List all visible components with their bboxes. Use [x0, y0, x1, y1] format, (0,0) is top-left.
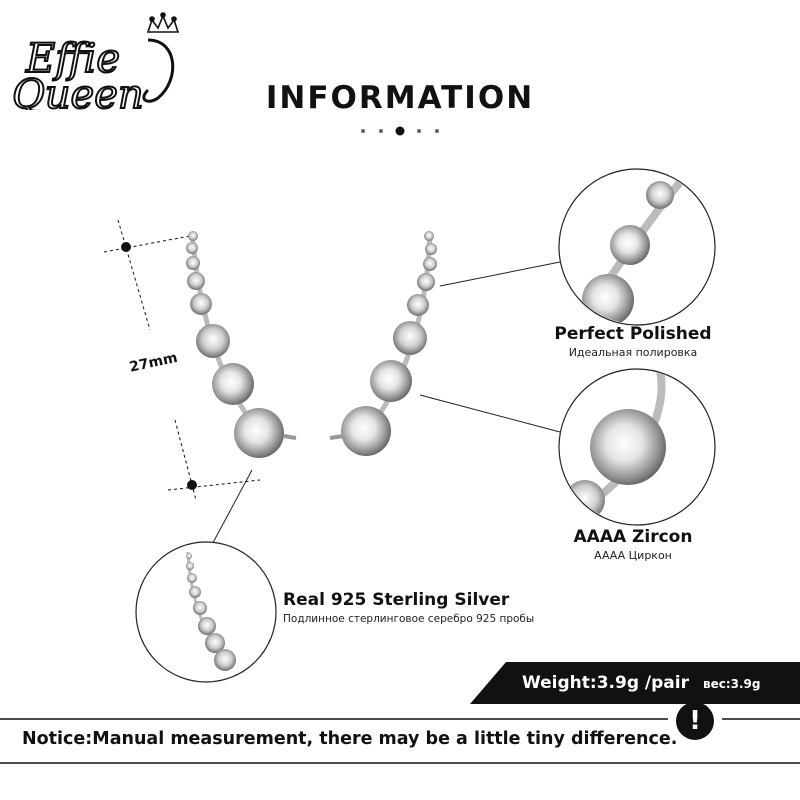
zoom-zircon [558, 368, 716, 526]
logo-line1: Effie [25, 36, 120, 82]
right-earring [329, 231, 437, 456]
weight-label-ru: вес:3.9g [703, 677, 761, 691]
measure-start-dot [121, 242, 131, 252]
feature-title-polished: Perfect Polished [554, 324, 712, 344]
notice-frame [0, 718, 800, 764]
measure-end-dot [187, 480, 197, 490]
feature-title-zircon: AAAA Zircon [573, 527, 693, 547]
notice-text: Notice:Manual measurement, there may be … [22, 729, 678, 749]
pager-dots [361, 126, 439, 136]
left-earring [186, 231, 297, 458]
page-title: INFORMATION [265, 80, 535, 116]
zoom-polished [558, 168, 716, 326]
logo-line2: Queen [12, 72, 144, 110]
weight-label: Weight:3.9g /pair [522, 673, 689, 693]
exclamation-icon: ! [676, 702, 714, 740]
feature-title-silver: Real 925 Sterling Silver [283, 590, 510, 610]
callout-lines [207, 261, 561, 553]
brand-logo: Effie Queen [11, 12, 180, 110]
feature-subtitle-polished: Идеальная полировка [568, 346, 698, 359]
crown-icon [146, 12, 180, 33]
weight-banner [470, 662, 800, 704]
zoom-silver [135, 541, 277, 683]
feature-subtitle-silver: Подлинное стерлинговое серебро 925 пробы [283, 613, 535, 625]
feature-subtitle-zircon: AAAA Циркон [594, 549, 672, 562]
